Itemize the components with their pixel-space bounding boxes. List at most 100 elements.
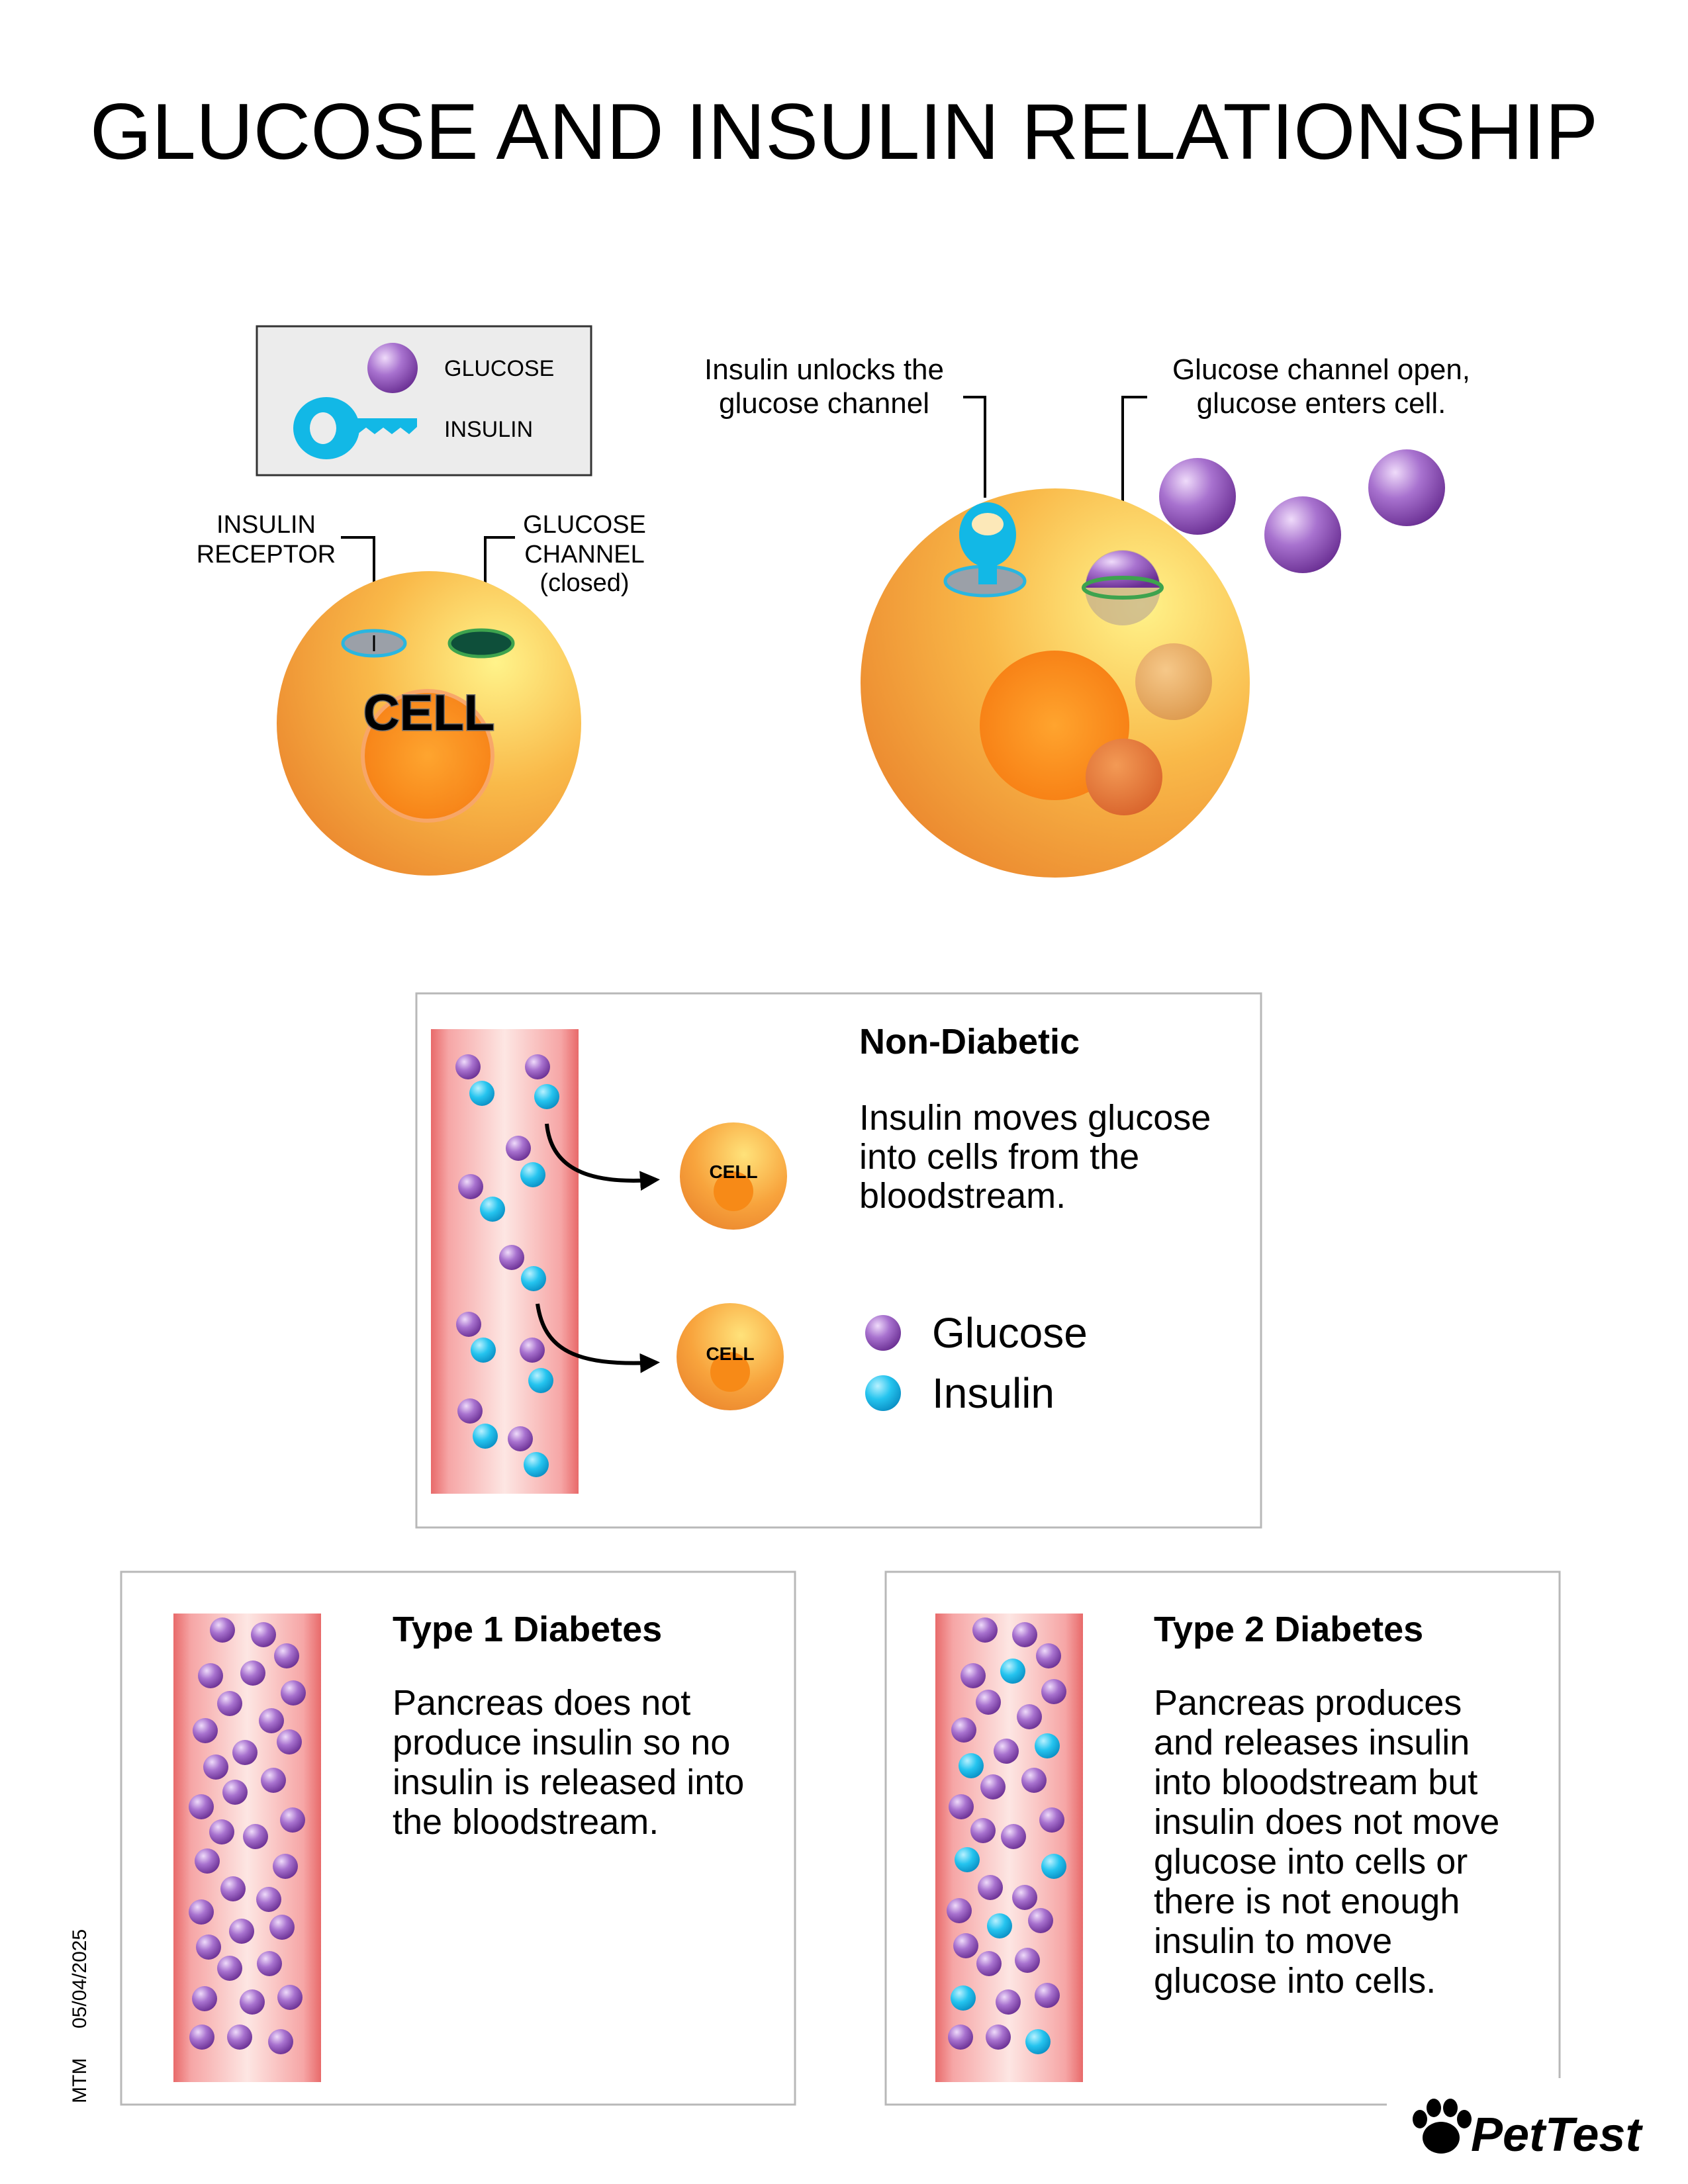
panel-body-line: insulin is released into xyxy=(393,1762,744,1802)
insulin-molecule xyxy=(534,1084,559,1109)
insulin-legend-icon xyxy=(865,1375,901,1411)
glucose-molecule xyxy=(277,1985,303,2010)
glucose-molecule xyxy=(217,1691,242,1716)
glucose-molecule xyxy=(222,1780,248,1805)
glucose-molecule xyxy=(1035,1983,1060,2008)
panel-body-line: bloodstream. xyxy=(859,1176,1066,1216)
legend-insulin-label: INSULIN xyxy=(444,417,533,442)
glucose-molecule xyxy=(280,1807,305,1833)
glucose-molecule xyxy=(972,1617,998,1643)
glucose-molecule xyxy=(268,2029,293,2054)
paw-print-icon xyxy=(1413,2099,1472,2154)
glucose-molecule xyxy=(1368,449,1445,526)
glucose-molecule xyxy=(243,1824,268,1849)
pettest-logo: PetTest xyxy=(1387,2078,1671,2177)
insulin-molecule xyxy=(1025,2029,1051,2054)
panel-body-line: glucose into cells or xyxy=(1154,1842,1468,1882)
insulin-molecule xyxy=(524,1452,549,1477)
glucose-molecule xyxy=(210,1617,235,1643)
small-cell-nucleus xyxy=(714,1171,753,1211)
cell-nucleus xyxy=(361,689,494,823)
glucose-molecule xyxy=(970,1818,996,1843)
glucose-legend-icon xyxy=(865,1315,901,1351)
glucose-molecule xyxy=(978,1875,1003,1900)
glucose-molecule xyxy=(1021,1768,1047,1793)
glucose-molecule xyxy=(525,1054,550,1079)
insulin-molecule xyxy=(521,1266,546,1291)
glucose-molecule xyxy=(257,1951,282,1976)
insulin-molecule xyxy=(1041,1854,1066,1879)
glucose-molecule xyxy=(196,1934,221,1960)
glucose-molecule xyxy=(261,1768,286,1793)
open-label-line1: Glucose channel open, xyxy=(1172,353,1470,386)
glucose-molecule xyxy=(209,1819,234,1844)
receptor-label-line1: INSULIN xyxy=(216,511,316,539)
glucose-molecule xyxy=(456,1312,481,1337)
glucose-molecule xyxy=(520,1338,545,1363)
glucose-molecule xyxy=(1001,1824,1026,1849)
panel-body-line: Pancreas produces xyxy=(1154,1683,1462,1723)
glucose-molecule xyxy=(240,1661,265,1686)
legend-glucose-label: GLUCOSE xyxy=(444,356,554,381)
glucose-molecule xyxy=(256,1887,281,1912)
glucose-molecule xyxy=(976,1951,1002,1976)
glucose-molecule xyxy=(457,1398,483,1424)
glucose-molecule xyxy=(189,1794,214,1819)
glucose-molecule xyxy=(506,1136,531,1161)
cell-organelle xyxy=(1086,739,1162,815)
glucose-molecule xyxy=(947,1898,972,1923)
panel-body-line: there is not enough xyxy=(1154,1882,1460,1921)
glucose-molecule xyxy=(455,1054,481,1079)
insulin-key-icon xyxy=(293,397,417,459)
glucose-molecule xyxy=(976,1690,1001,1715)
panel-body-line: the bloodstream. xyxy=(393,1802,659,1842)
small-cell-label: CELL xyxy=(706,1343,754,1364)
glucose-molecule xyxy=(949,1794,974,1819)
glucose-molecule xyxy=(980,1774,1006,1799)
glucose-molecule xyxy=(953,1933,978,1958)
top-legend: GLUCOSE INSULIN xyxy=(256,325,592,477)
glucose-molecule xyxy=(996,1989,1021,2015)
panel-body-line: into bloodstream but xyxy=(1154,1762,1477,1802)
panel-body-line: insulin does not move xyxy=(1154,1802,1499,1842)
glucose-molecule xyxy=(281,1680,306,1706)
glucose-molecule xyxy=(1039,1807,1064,1833)
insulin-molecule xyxy=(987,1913,1012,1938)
arrow-to-cell xyxy=(536,1303,660,1373)
glucose-molecule xyxy=(193,1718,218,1743)
author-initials: MTM xyxy=(69,2058,91,2103)
glucose-molecule xyxy=(1264,496,1341,573)
unlock-label-line1: Insulin unlocks the xyxy=(704,353,944,386)
type1-diabetes-panel: Type 1 Diabetes Pancreas does not produc… xyxy=(120,1570,796,2106)
glucose-molecule xyxy=(195,1848,220,1874)
panel-heading: Type 2 Diabetes xyxy=(1154,1610,1423,1649)
glucose-molecule xyxy=(458,1174,483,1199)
glucose-molecule xyxy=(1015,1948,1040,1973)
glucose-molecule xyxy=(986,2025,1011,2050)
channel-label-line1: GLUCOSE xyxy=(523,511,646,539)
insulin-molecule xyxy=(473,1424,498,1449)
type2-diabetes-panel: Type 2 Diabetes Pancreas produces and re… xyxy=(884,1570,1561,2106)
arrow-to-cell xyxy=(545,1123,660,1191)
insulin-molecule xyxy=(471,1338,496,1363)
glucose-molecule xyxy=(1012,1622,1037,1647)
glucose-molecule xyxy=(1036,1643,1061,1668)
open-glucose-channel xyxy=(1082,550,1164,625)
insulin-legend-label: Insulin xyxy=(932,1369,1055,1417)
insulin-molecule xyxy=(1035,1733,1060,1758)
insulin-molecule xyxy=(1000,1659,1025,1684)
glucose-molecule xyxy=(994,1739,1019,1764)
glucose-molecule xyxy=(220,1876,246,1901)
glucose-molecule xyxy=(1017,1704,1042,1729)
small-cell-nucleus xyxy=(710,1352,750,1392)
glucose-molecule xyxy=(951,1717,976,1743)
glucose-molecule xyxy=(189,1899,214,1925)
vessel-particles xyxy=(189,1617,306,2054)
panel-body-line: produce insulin so no xyxy=(393,1723,730,1762)
insulin-molecule xyxy=(959,1753,984,1778)
glucose-molecule-icon xyxy=(367,343,418,393)
glucose-molecule xyxy=(198,1663,223,1688)
panel-body-line: Pancreas does not xyxy=(393,1683,690,1723)
receptor-label-line2: RECEPTOR xyxy=(197,541,336,569)
